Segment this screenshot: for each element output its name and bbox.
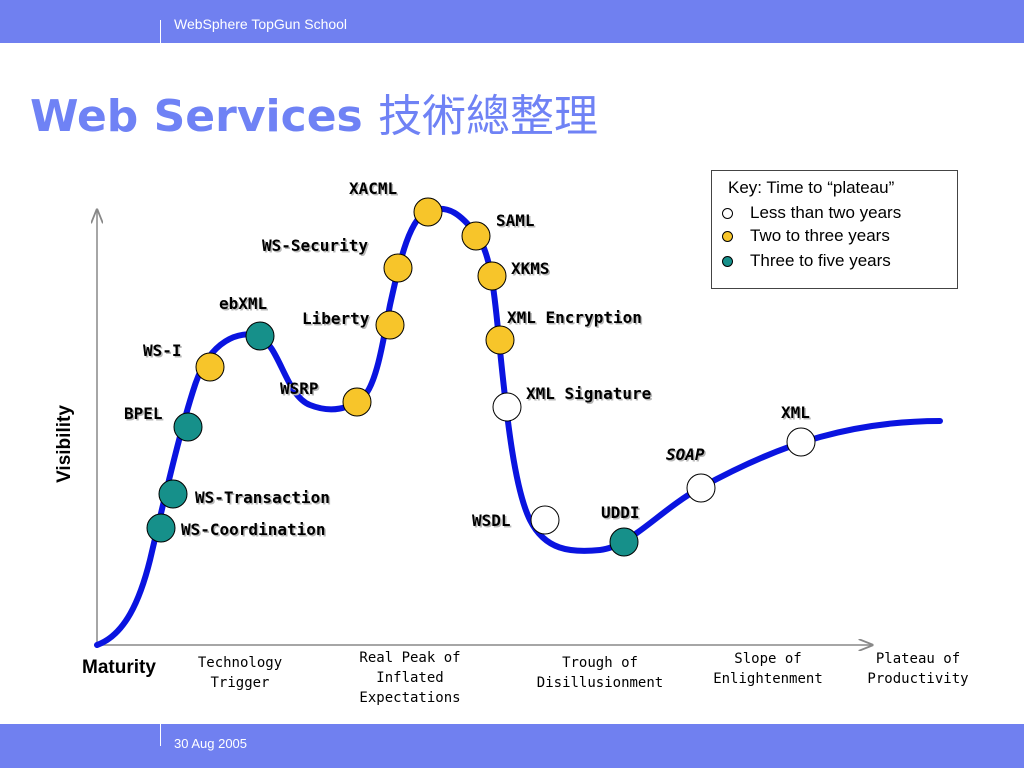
label-ebxml: ebXML (219, 294, 268, 313)
marker-ws-coordination (146, 513, 176, 543)
label-xml-signature: XML Signature (526, 384, 652, 403)
label-xkms: XKMS (511, 259, 550, 278)
marker-ws-transaction (158, 479, 188, 509)
label-saml: SAML (496, 211, 535, 230)
label-xml-encryption: XML Encryption (507, 308, 642, 327)
marker-xkms (477, 261, 507, 291)
label-ws-i: WS-I (143, 341, 182, 360)
page-title: Web Services 技術總整理 (30, 80, 598, 144)
phase-plateau-of-productivity: Plateau of Productivity (867, 651, 969, 687)
marker-xml (786, 427, 816, 457)
marker-xacml (413, 197, 443, 227)
label-bpel: BPEL (124, 404, 163, 423)
title-english: Web Services (30, 91, 363, 142)
label-uddi: UDDI (601, 503, 640, 522)
header-separator (160, 20, 161, 43)
legend-swatch-yellow (722, 231, 733, 242)
label-ws-security: WS-Security (262, 236, 368, 255)
phase-technology-trigger: Technology Trigger (197, 655, 283, 691)
footer-date: 30 Aug 2005 (174, 736, 248, 751)
technology-markers (146, 197, 816, 557)
x-axis-label: Maturity (82, 657, 156, 678)
label-xacml: XACML (349, 179, 398, 198)
header-school-name: WebSphere TopGun School (174, 16, 348, 32)
label-wsdl: WSDL (472, 511, 511, 530)
footer-separator (160, 724, 161, 746)
marker-wsrp (342, 387, 372, 417)
label-ws-transaction: WS-Transaction (195, 488, 330, 507)
phase-slope-of-enlightenment: Slope of Enlightenment (713, 651, 823, 687)
label-xml: XML (781, 403, 810, 422)
phase-peak-of-inflated-expectations: Real Peak of Inflated Expectations (359, 650, 461, 706)
title-chinese: 技術總整理 (378, 91, 599, 142)
phase-trough-of-disillusionment: Trough of Disillusionment (536, 655, 664, 691)
y-axis-label: Visibility (54, 405, 75, 483)
marker-xml-signature (492, 392, 522, 422)
marker-ebxml (245, 321, 275, 351)
label-wsrp: WSRP (280, 379, 319, 398)
label-liberty: Liberty (302, 309, 370, 328)
marker-liberty (375, 310, 405, 340)
marker-xml-encryption (485, 325, 515, 355)
marker-ws-security (383, 253, 413, 283)
marker-soap (686, 473, 716, 503)
legend-swatch-white (722, 208, 733, 219)
marker-saml (461, 221, 491, 251)
legend-swatch-teal (722, 256, 733, 267)
marker-wsdl (530, 505, 560, 535)
legend-title: Key: Time to “plateau” (728, 178, 895, 197)
marker-uddi (609, 527, 639, 557)
marker-ws-i (195, 352, 225, 382)
marker-bpel (173, 412, 203, 442)
header-band: WebSphere TopGun School (0, 0, 1024, 43)
label-ws-coordination: WS-Coordination (181, 520, 326, 539)
footer-band: 30 Aug 2005 (0, 724, 1024, 768)
label-soap: SOAP (666, 445, 705, 464)
legend-key: Key: Time to “plateau” Less than two yea… (711, 170, 958, 289)
